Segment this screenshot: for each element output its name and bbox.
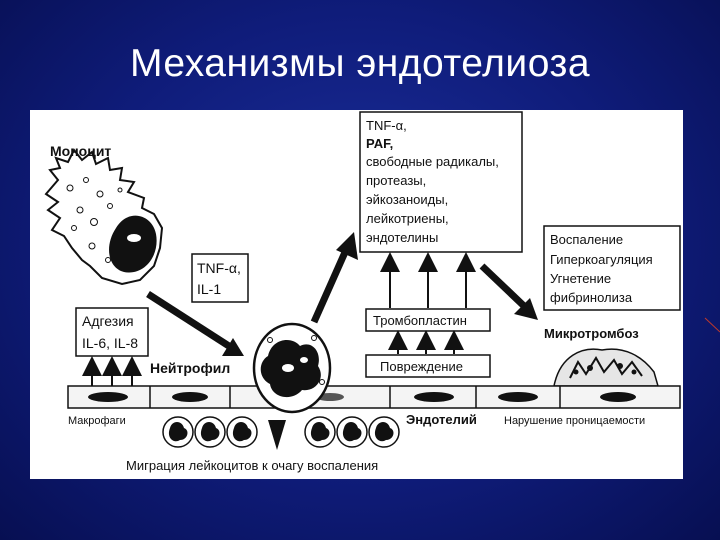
neutrophil-cell — [252, 322, 332, 414]
effect-line-2: Гиперкоагуляция — [550, 252, 653, 267]
arrow-neutrophil-to-mediators — [310, 248, 350, 324]
effect-line-3: Угнетение — [550, 271, 611, 286]
damage-box — [365, 354, 491, 378]
effect-line-4: фибринолиза — [550, 290, 633, 305]
mediator-line-5: эйкозаноиды, — [366, 192, 448, 207]
monocyte-label: Моноцит — [50, 143, 111, 159]
mediator-line-3: свободные радикалы, — [366, 154, 499, 169]
thromboplastin-arrows — [380, 252, 476, 308]
microthrombus-clot — [553, 348, 659, 387]
adhesion-line-2: IL-6, IL-8 — [82, 335, 138, 351]
effect-line-1: Воспаление — [550, 232, 623, 247]
adhesion-arrows — [82, 356, 142, 386]
effects-box — [543, 225, 681, 311]
diagram-canvas: Моноцит TNF-α, IL-1 Адгезия IL-6, IL-8 Н… — [44, 111, 681, 473]
thromboplastin-label: Тромбопластин — [373, 313, 467, 328]
mediator-line-7: эндотелины — [366, 230, 438, 245]
endothelium-layer — [67, 385, 681, 409]
microthrombosis-label: Микротромбоз — [544, 326, 639, 341]
slide-title: Механизмы эндотелиоза — [129, 42, 591, 85]
arrow-monocyte-to-neutrophil — [146, 291, 234, 351]
arrowhead-microthrombosis — [514, 298, 538, 320]
arrowhead-mediators — [336, 232, 358, 260]
tnf-il1-box — [191, 253, 249, 303]
arrow-to-microthrombosis — [479, 263, 527, 309]
arrowhead-neutrophil — [222, 338, 244, 356]
mediator-line-2: PAF, — [366, 136, 393, 151]
migration-label: Миграция лейкоцитов к очагу воспаления — [126, 458, 378, 473]
endothelium-label: Эндотелий — [406, 412, 477, 427]
endotheliosis-diagram: Моноцит TNF-α, IL-1 Адгезия IL-6, IL-8 Н… — [30, 110, 683, 479]
migrating-leukocytes — [162, 416, 400, 448]
mediator-line-6: лейкотриены, — [366, 211, 449, 226]
tnf-il1-line-1: TNF-α, — [197, 260, 241, 276]
damage-arrows — [388, 330, 464, 354]
mediator-line-1: TNF-α, — [366, 118, 407, 133]
tnf-il1-line-2: IL-1 — [197, 281, 221, 297]
neutrophil-label: Нейтрофил — [150, 360, 230, 376]
mediator-line-4: протеазы, — [366, 173, 426, 188]
permeability-label: Нарушение проницаемости — [504, 415, 645, 427]
adhesion-line-1: Адгезия — [82, 313, 134, 329]
monocyte-cell — [44, 148, 164, 286]
mediators-box — [359, 111, 523, 253]
adhesion-box — [75, 307, 149, 357]
damage-label: Повреждение — [380, 359, 463, 374]
macrophages-label: Макрофаги — [68, 415, 126, 427]
migration-arrow — [268, 420, 286, 450]
